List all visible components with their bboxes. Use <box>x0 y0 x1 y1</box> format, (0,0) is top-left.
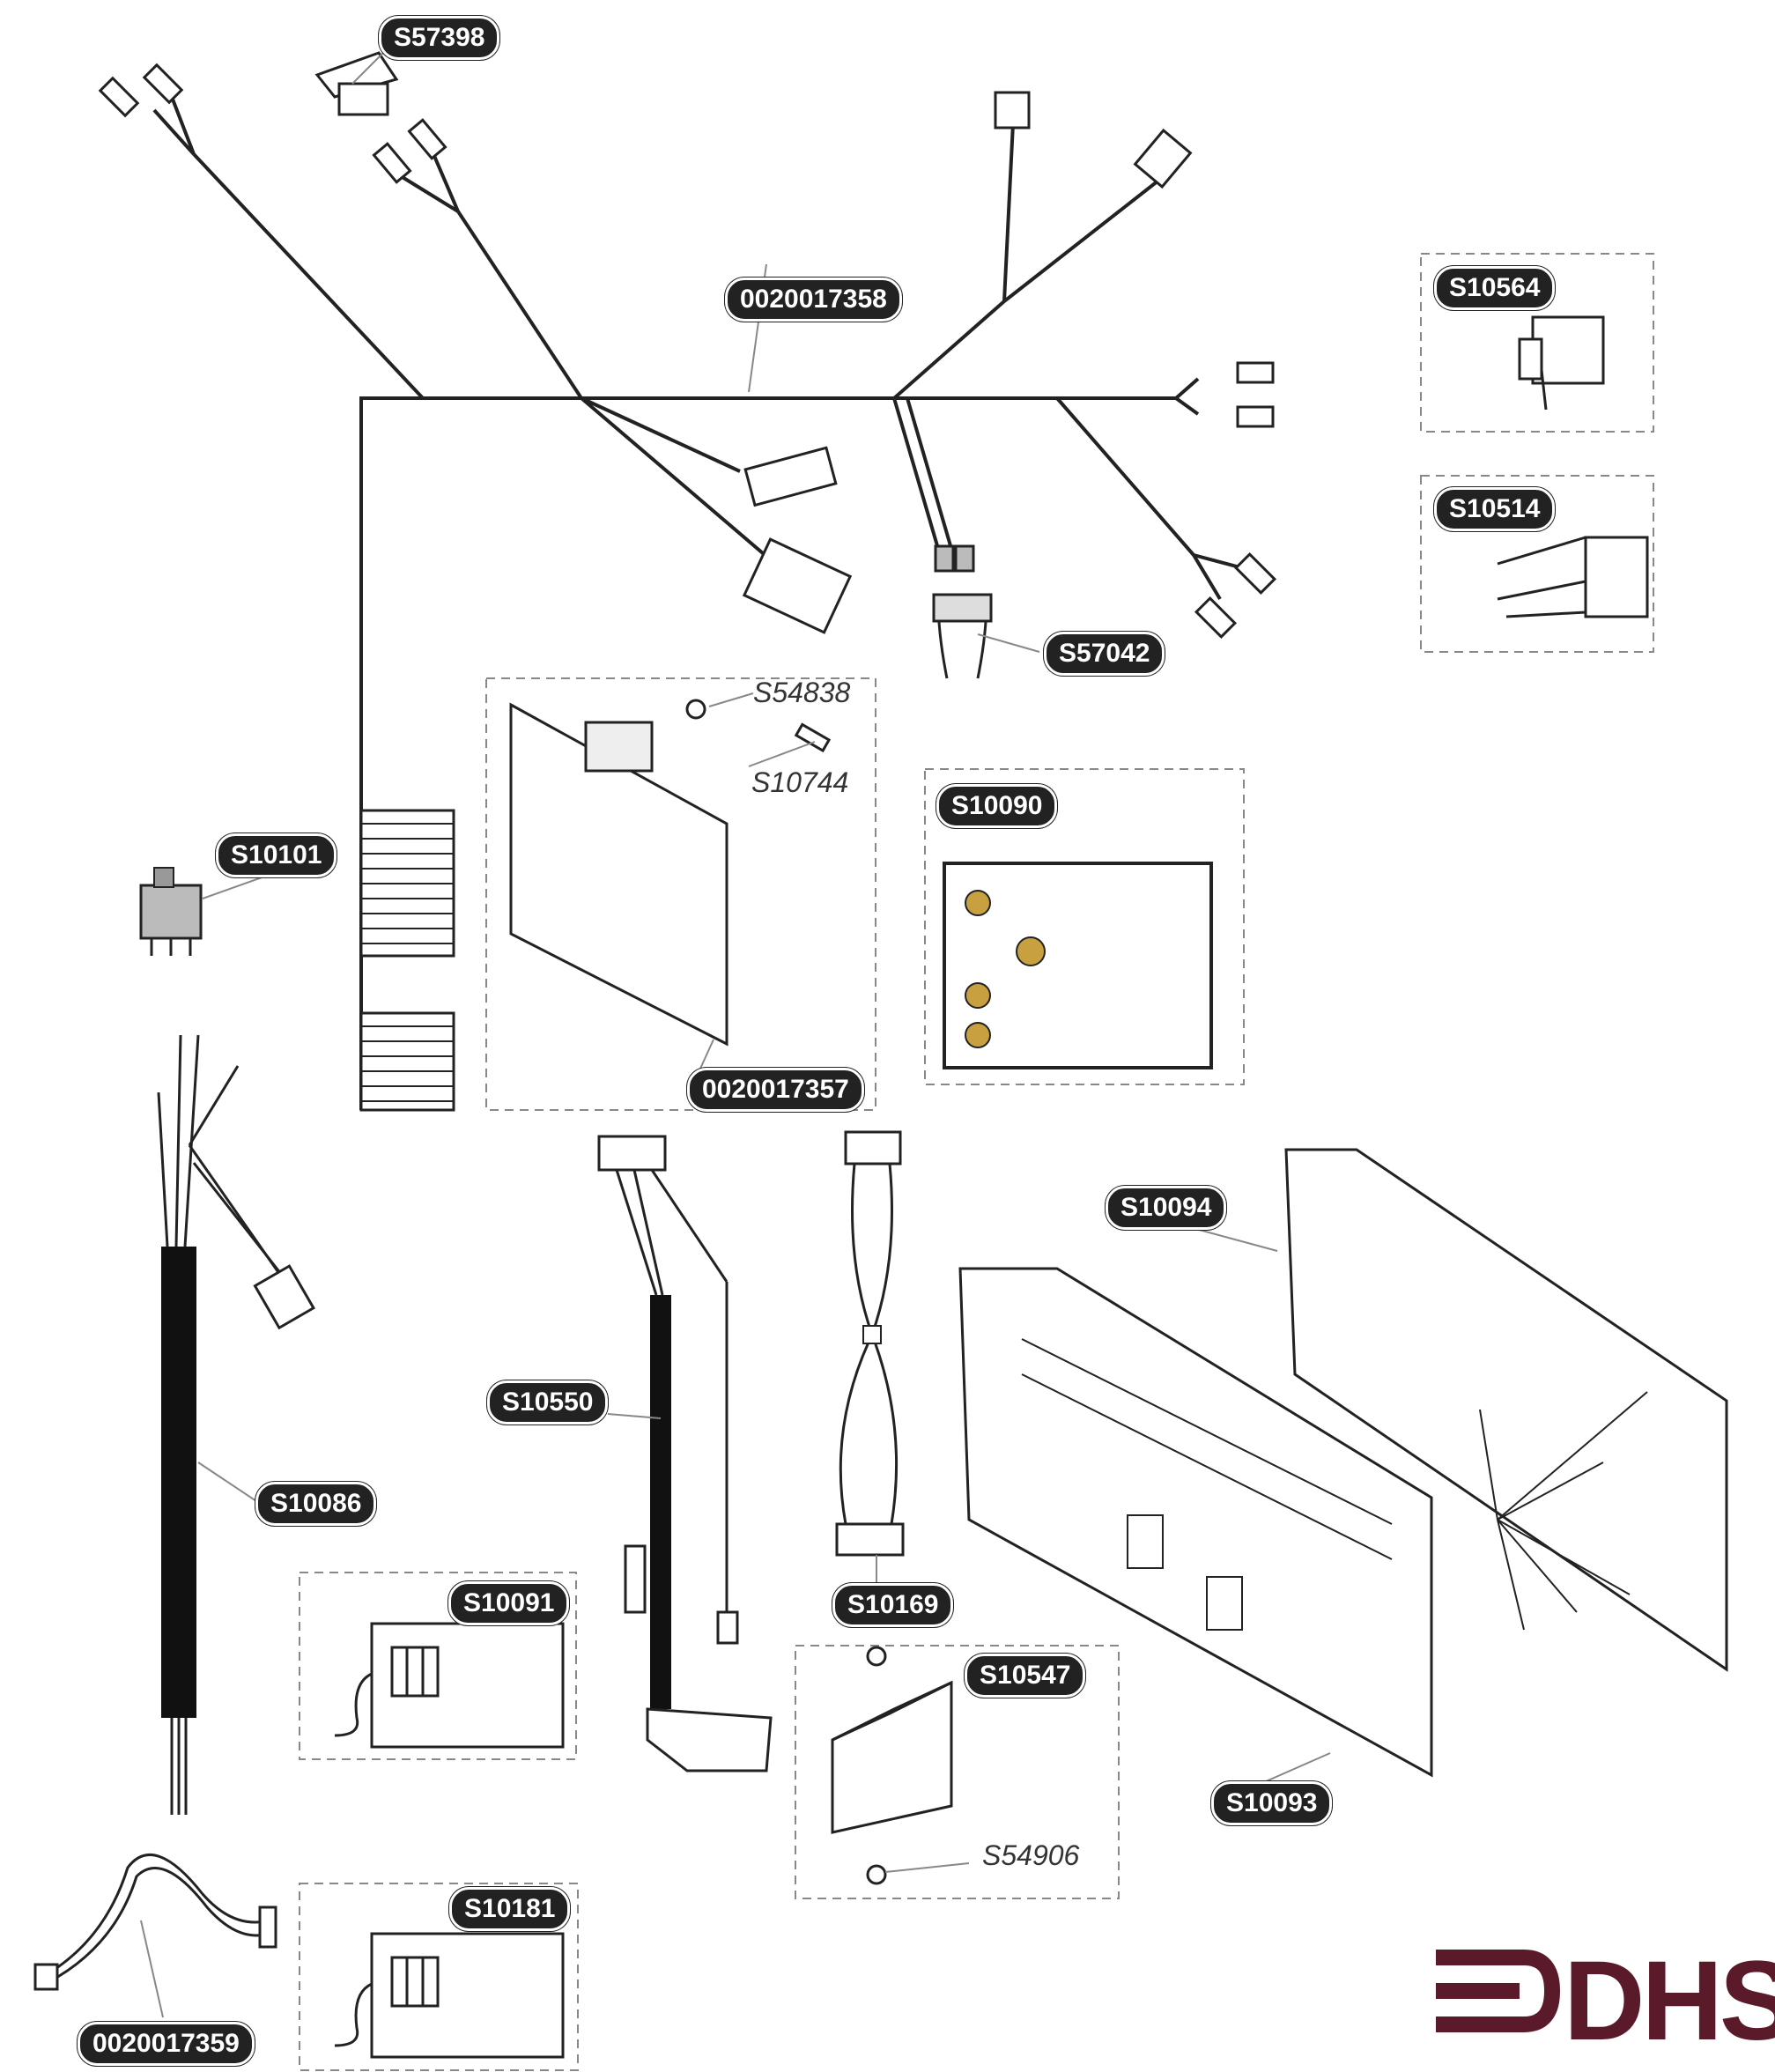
label-s10547: S10547 <box>965 1654 1086 1698</box>
label-s54838: S54838 <box>753 677 851 708</box>
label-s57042: S57042 <box>1044 632 1165 676</box>
label-0020017359: 0020017359 <box>78 2022 255 2066</box>
label-s10094: S10094 <box>1106 1186 1227 1230</box>
housing-s10093 <box>958 1267 1433 1778</box>
label-s10101: S10101 <box>216 833 337 877</box>
clip-part-s57042 <box>932 544 993 679</box>
dhs-logo-mark <box>1436 1950 1561 2032</box>
harness-0020017359 <box>33 1854 277 1991</box>
plate-s10090 <box>943 862 1213 1069</box>
label-s10086: S10086 <box>255 1482 377 1526</box>
label-0020017357: 0020017357 <box>687 1068 864 1112</box>
cable-s10086 <box>157 1034 315 1815</box>
label-s10090: S10090 <box>936 784 1058 828</box>
edge-connector-blocks <box>359 809 455 1112</box>
label-s10550: S10550 <box>487 1380 609 1424</box>
board-s10181 <box>334 1932 565 2059</box>
label-s10514: S10514 <box>1434 487 1556 531</box>
dhs-logo-text: DHS <box>1564 1938 1775 2064</box>
component-s10547 <box>831 1646 953 1885</box>
dashed-part-boxes <box>299 253 1654 2071</box>
label-s10181: S10181 <box>449 1887 571 1931</box>
clip-part-s57398 <box>314 51 399 116</box>
housing-s10094 <box>1284 1148 1728 1672</box>
switch-s10101 <box>139 867 203 956</box>
cable-s10550 <box>597 1135 773 1772</box>
label-s10093: S10093 <box>1211 1781 1333 1825</box>
label-s10744: S10744 <box>751 766 849 798</box>
label-s10169: S10169 <box>832 1583 954 1627</box>
label-s57398: S57398 <box>379 16 500 60</box>
part-s10564 <box>1518 315 1605 411</box>
pcb-0020017357 <box>509 699 832 1047</box>
harness-connectors <box>98 63 1277 640</box>
label-s10091: S10091 <box>448 1581 570 1625</box>
label-s10564: S10564 <box>1434 266 1556 310</box>
label-s54906: S54906 <box>982 1839 1080 1871</box>
board-s10091 <box>334 1622 565 1749</box>
cable-s10169 <box>835 1130 905 1557</box>
part-s10514 <box>1497 536 1649 618</box>
label-0020017358: 0020017358 <box>725 278 902 322</box>
